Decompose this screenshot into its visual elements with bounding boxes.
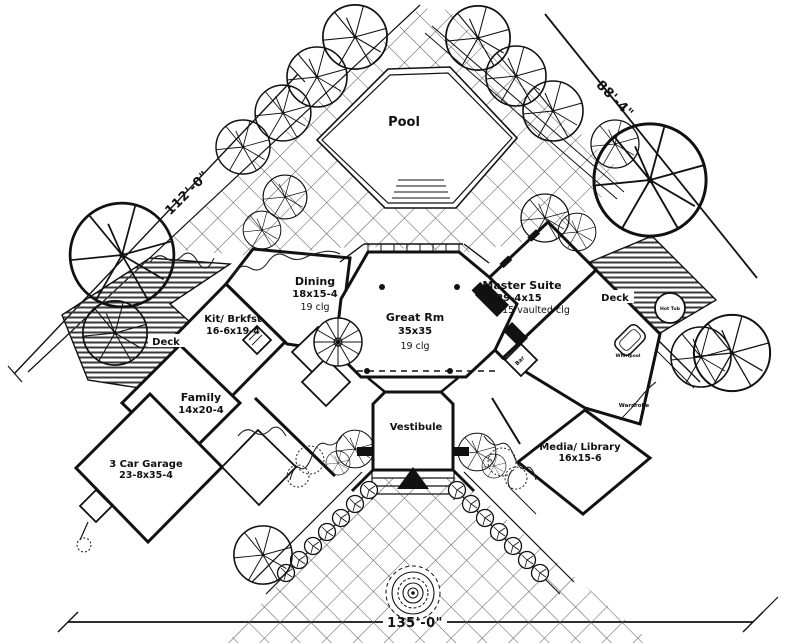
deck-right-label: Deck bbox=[601, 293, 629, 304]
plant-scribble bbox=[237, 426, 287, 437]
lamp-post bbox=[79, 521, 89, 541]
walk-rail bbox=[463, 471, 575, 583]
label-backing bbox=[597, 290, 634, 303]
house bbox=[73, 219, 686, 553]
column-dot bbox=[364, 368, 370, 374]
wardrobe-label: Wardrobe bbox=[619, 403, 650, 409]
plant-scribble bbox=[231, 250, 341, 277]
dimension-tick bbox=[7, 365, 23, 383]
vestibule-label: Vestibule bbox=[390, 422, 443, 433]
court-wall-left bbox=[253, 396, 337, 478]
walk-edge bbox=[431, 25, 625, 193]
entry-arrow bbox=[397, 467, 429, 489]
bar-label: Bar bbox=[514, 355, 526, 367]
great-room-ceiling: 19 clg bbox=[400, 341, 429, 352]
door-jamb bbox=[357, 447, 374, 456]
court-wall-right bbox=[491, 397, 521, 445]
door-jamb bbox=[452, 447, 469, 456]
court-wall bbox=[451, 468, 476, 493]
plant-mass bbox=[286, 464, 310, 488]
family-label: Family bbox=[181, 391, 221, 404]
garage-size: 23-8x35-4 bbox=[119, 470, 173, 481]
dimension-label-northeast: 88'-4" bbox=[593, 78, 636, 121]
media-library-label: Media/ Library bbox=[539, 442, 621, 453]
plant-scribble bbox=[289, 435, 343, 481]
dining-ceiling: 19 clg bbox=[300, 302, 329, 313]
room-media-library bbox=[515, 408, 653, 516]
master-suite-size: 29-4x15 bbox=[496, 293, 541, 304]
garage-stoop bbox=[78, 488, 114, 524]
kitchen-island bbox=[241, 324, 273, 356]
dimension-tick bbox=[57, 611, 79, 633]
column-dot bbox=[454, 284, 460, 290]
pool-steps bbox=[392, 179, 450, 199]
whirlpool-label: Whirlpool bbox=[616, 353, 641, 359]
hall-wall bbox=[367, 377, 386, 393]
plant-scribble bbox=[149, 252, 215, 269]
court-wall bbox=[350, 468, 375, 493]
tree-icon bbox=[670, 326, 732, 388]
tree-icon bbox=[325, 450, 351, 476]
dimension-tick bbox=[752, 596, 779, 623]
wall-mass bbox=[503, 322, 528, 347]
trees bbox=[68, 4, 772, 621]
dining-label: Dining bbox=[295, 275, 335, 288]
label-backing bbox=[148, 334, 185, 347]
hot-tub bbox=[654, 292, 686, 324]
kitchen-label: Kit/ Brkfst bbox=[204, 314, 262, 325]
plant-scribble bbox=[507, 469, 537, 515]
room-garage bbox=[73, 391, 225, 545]
dimension-tick bbox=[289, 65, 306, 83]
whirlpool-tub bbox=[614, 324, 646, 356]
plant-scribble bbox=[619, 381, 657, 421]
dimension-label-south: 135'-0" bbox=[387, 616, 443, 631]
spiral-stair bbox=[313, 317, 363, 367]
fountain-icon bbox=[385, 565, 441, 621]
walk-rail bbox=[251, 471, 363, 583]
room-mud bbox=[220, 428, 298, 507]
deck-rail bbox=[651, 333, 701, 383]
kitchen-size: 16-6x19-4 bbox=[206, 326, 260, 337]
lamp-scribble bbox=[76, 537, 92, 553]
media-library-size: 16x15-6 bbox=[558, 453, 602, 464]
dining-size: 18x15-4 bbox=[292, 289, 337, 300]
dimension-line-northeast bbox=[544, 13, 758, 279]
labels: Pool Dining 18x15-4 19 clg Great Rm 35x3… bbox=[109, 78, 680, 631]
pool-inner-edge bbox=[321, 72, 513, 204]
column-dot bbox=[379, 284, 385, 290]
family-size: 14x20-4 bbox=[178, 405, 223, 416]
master-suite-ceiling: 15 vaulted clg bbox=[502, 305, 570, 316]
deck-right-label-group: Deck bbox=[597, 290, 634, 304]
walk-edge bbox=[424, 32, 618, 200]
bar-counter bbox=[503, 342, 539, 378]
room-bath-2 bbox=[300, 356, 352, 408]
plant-scribble bbox=[483, 435, 537, 481]
tree-icon bbox=[215, 119, 271, 175]
bay-window bbox=[339, 243, 490, 264]
tree-icon bbox=[322, 4, 388, 70]
plant-mass bbox=[487, 447, 517, 477]
deck-left-label: Deck bbox=[152, 337, 180, 348]
pool bbox=[315, 66, 519, 209]
great-room-label: Great Rm bbox=[386, 311, 444, 324]
planting-scribbles bbox=[149, 250, 657, 515]
tree-icon bbox=[233, 525, 293, 585]
fireplace bbox=[475, 283, 509, 317]
dimension-line-northwest bbox=[13, 73, 299, 375]
tree-icon bbox=[481, 453, 507, 479]
garage-label: 3 Car Garage bbox=[109, 459, 183, 470]
plant-mass bbox=[504, 466, 528, 490]
master-suite-label: Master Suite bbox=[482, 279, 561, 292]
deck-left-label-group: Deck bbox=[148, 334, 185, 348]
pool-label: Pool bbox=[388, 115, 420, 130]
great-room-size: 35x35 bbox=[398, 326, 432, 337]
plant-mass bbox=[295, 445, 325, 475]
hot-tub-label: Hot Tub bbox=[660, 306, 681, 312]
tree-icon bbox=[692, 313, 772, 393]
hall-wall bbox=[440, 377, 459, 393]
